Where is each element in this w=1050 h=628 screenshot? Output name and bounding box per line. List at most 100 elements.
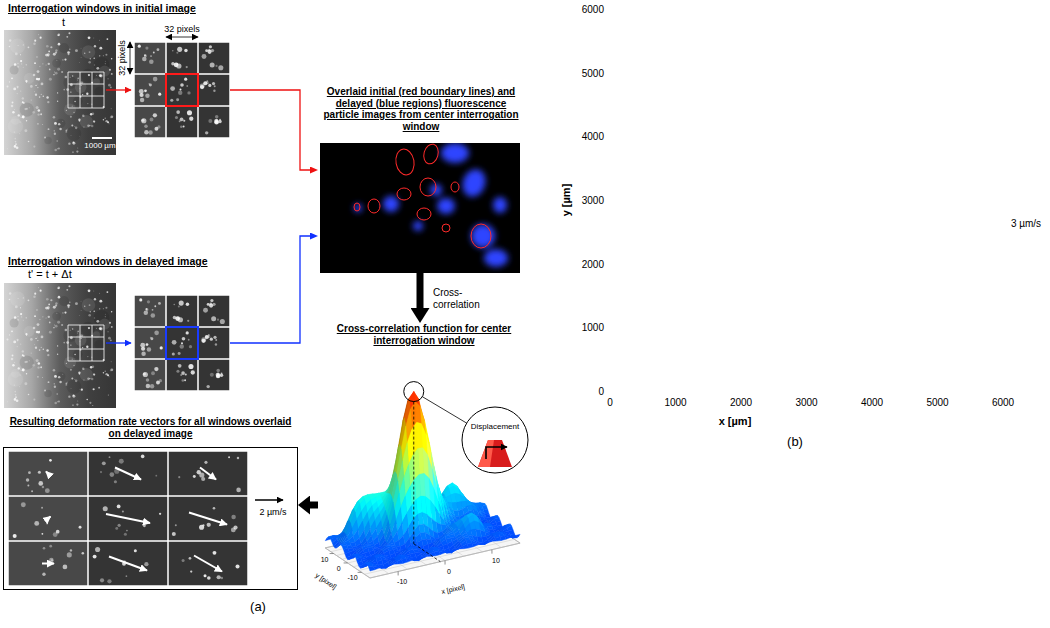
tick-label: 10 (321, 555, 329, 562)
zoomed-windows (134, 295, 230, 391)
zoomed-windows (138, 45, 141, 48)
particle-dots (72, 75, 73, 76)
particle-dots (66, 289, 68, 291)
zoomed-windows (210, 338, 213, 341)
micrograph-texture (81, 322, 95, 336)
particle-dots (109, 370, 111, 372)
vector-windows (82, 552, 85, 555)
zoomed-windows (172, 352, 175, 355)
particle-dots (72, 142, 75, 145)
micrograph-texture (63, 76, 76, 89)
zoomed-windows (212, 82, 215, 85)
particle-dots (65, 76, 68, 79)
delayed-particles (484, 249, 508, 267)
particle-dots (50, 299, 52, 301)
particle-dots (17, 93, 18, 94)
zoomed-windows (150, 384, 154, 388)
zoomed-windows (166, 42, 198, 74)
particle-dots (21, 316, 22, 317)
particle-dots (35, 94, 37, 96)
zoomed-windows (182, 337, 186, 341)
zoomed-windows (187, 91, 190, 94)
tick-label: 2000 (730, 398, 752, 408)
particle-dots (37, 376, 39, 378)
vector-windows (204, 574, 207, 577)
particle-dots (83, 115, 84, 116)
particle-dots (68, 142, 70, 144)
particle-dots (36, 83, 38, 85)
particle-dots (20, 116, 21, 117)
particle-dots (13, 340, 16, 343)
zoomed-windows (178, 364, 182, 368)
zoomed-windows (180, 125, 183, 128)
zoomed-windows (179, 89, 181, 91)
particle-dots (42, 316, 43, 317)
particle-dots (67, 304, 70, 307)
rate-vectors (106, 514, 150, 523)
particle-dots (108, 123, 109, 124)
particle-dots (57, 401, 58, 402)
particle-dots (105, 61, 106, 62)
displacement-arrow (486, 447, 507, 459)
particle-dots (88, 289, 91, 292)
micrograph-texture (75, 334, 87, 346)
particle-dots (99, 55, 100, 56)
zoomed-windows (221, 372, 223, 374)
particle-dots (47, 308, 49, 310)
particle-dots (69, 76, 70, 77)
particle-dots (19, 386, 21, 388)
particle-dots (25, 80, 27, 82)
zoomed-windows (141, 118, 146, 123)
vector-windows (63, 565, 68, 570)
particle-dots (104, 118, 106, 120)
particle-dots (57, 34, 59, 36)
particle-dots (6, 86, 8, 88)
particle-dots (49, 331, 52, 334)
vector-windows (49, 459, 52, 462)
micrograph-texture (10, 39, 25, 54)
particle-dots (31, 352, 32, 353)
particle-dots (64, 311, 66, 313)
particle-dots (77, 79, 78, 80)
zoomed-windows (180, 83, 184, 87)
vector-windows (42, 486, 44, 488)
zoomed-windows (178, 306, 180, 308)
vector-windows (13, 534, 17, 538)
particle-dots (22, 369, 24, 371)
zoomed-windows (146, 384, 151, 389)
particle-dots (76, 150, 78, 152)
axis-title: x [µm] (719, 416, 752, 427)
particle-dots (45, 64, 47, 66)
particle-dots (43, 96, 44, 97)
particle-dots (65, 329, 68, 332)
particle-dots (74, 354, 76, 356)
particle-dots (62, 120, 64, 122)
micrograph-texture (94, 340, 104, 350)
floor-grid (438, 522, 483, 552)
particle-dots (53, 369, 56, 372)
particle-dots (38, 362, 41, 365)
particle-dots (82, 347, 83, 348)
zoomed-windows (143, 372, 148, 377)
micrograph-texture (94, 87, 104, 97)
red-arrow (230, 90, 310, 170)
particle-dots (71, 125, 73, 127)
particle-dots (33, 146, 35, 148)
zoomed-windows (170, 86, 175, 91)
zoomed-windows (183, 125, 185, 127)
particle-dots (39, 96, 41, 98)
particle-dots (45, 317, 47, 319)
particle-dots (17, 86, 19, 88)
zoomed-windows (200, 80, 216, 92)
particle-dots (26, 373, 27, 374)
particle-dots (90, 311, 91, 312)
zoomed-windows (153, 77, 158, 82)
axis-ticks (491, 550, 492, 554)
zoomed-windows (150, 55, 152, 57)
zoomed-windows (201, 334, 217, 346)
vector-windows (117, 505, 121, 509)
vector-windows (236, 565, 240, 569)
center-window (166, 74, 198, 106)
micrograph-texture (73, 350, 83, 360)
particle-dots (74, 379, 75, 380)
